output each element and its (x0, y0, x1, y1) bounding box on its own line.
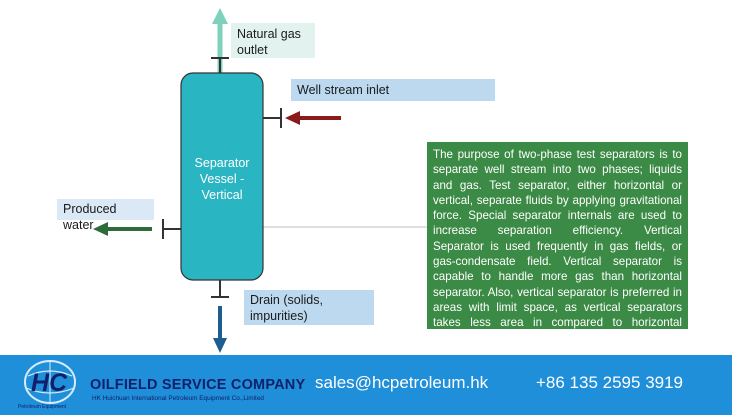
vessel-label: Separator Vessel - Vertical (194, 156, 250, 202)
company-subtitle: HK Huichuan International Petroleum Equi… (92, 395, 264, 402)
description-box: The purpose of two-phase test separators… (427, 142, 688, 345)
drain-arrowhead (213, 338, 227, 353)
drain-label: Drain (solids, impurities) (244, 290, 374, 325)
gas-outlet-label: Natural gas outlet (231, 23, 315, 58)
email-link[interactable]: sales@hcpetroleum.hk (315, 373, 489, 392)
well-stream-inlet-label: Well stream inlet (291, 79, 495, 101)
logo-subtext: Petroleum Equipment (18, 404, 67, 410)
water-arrowhead (93, 222, 108, 236)
produced-water-label: Produced water (57, 199, 154, 232)
logo-text: HC (31, 369, 68, 397)
separator-diagram (93, 8, 427, 353)
gas-outlet-arrowhead (212, 8, 228, 24)
separator-vessel (180, 72, 264, 281)
footer-bar (0, 355, 732, 415)
company-logo-icon: HC (24, 360, 76, 404)
phone-number[interactable]: +86 135 2595 3919 (536, 373, 684, 392)
company-name: OILFIELD SERVICE COMPANY (90, 377, 306, 393)
inlet-arrowhead (285, 111, 300, 125)
